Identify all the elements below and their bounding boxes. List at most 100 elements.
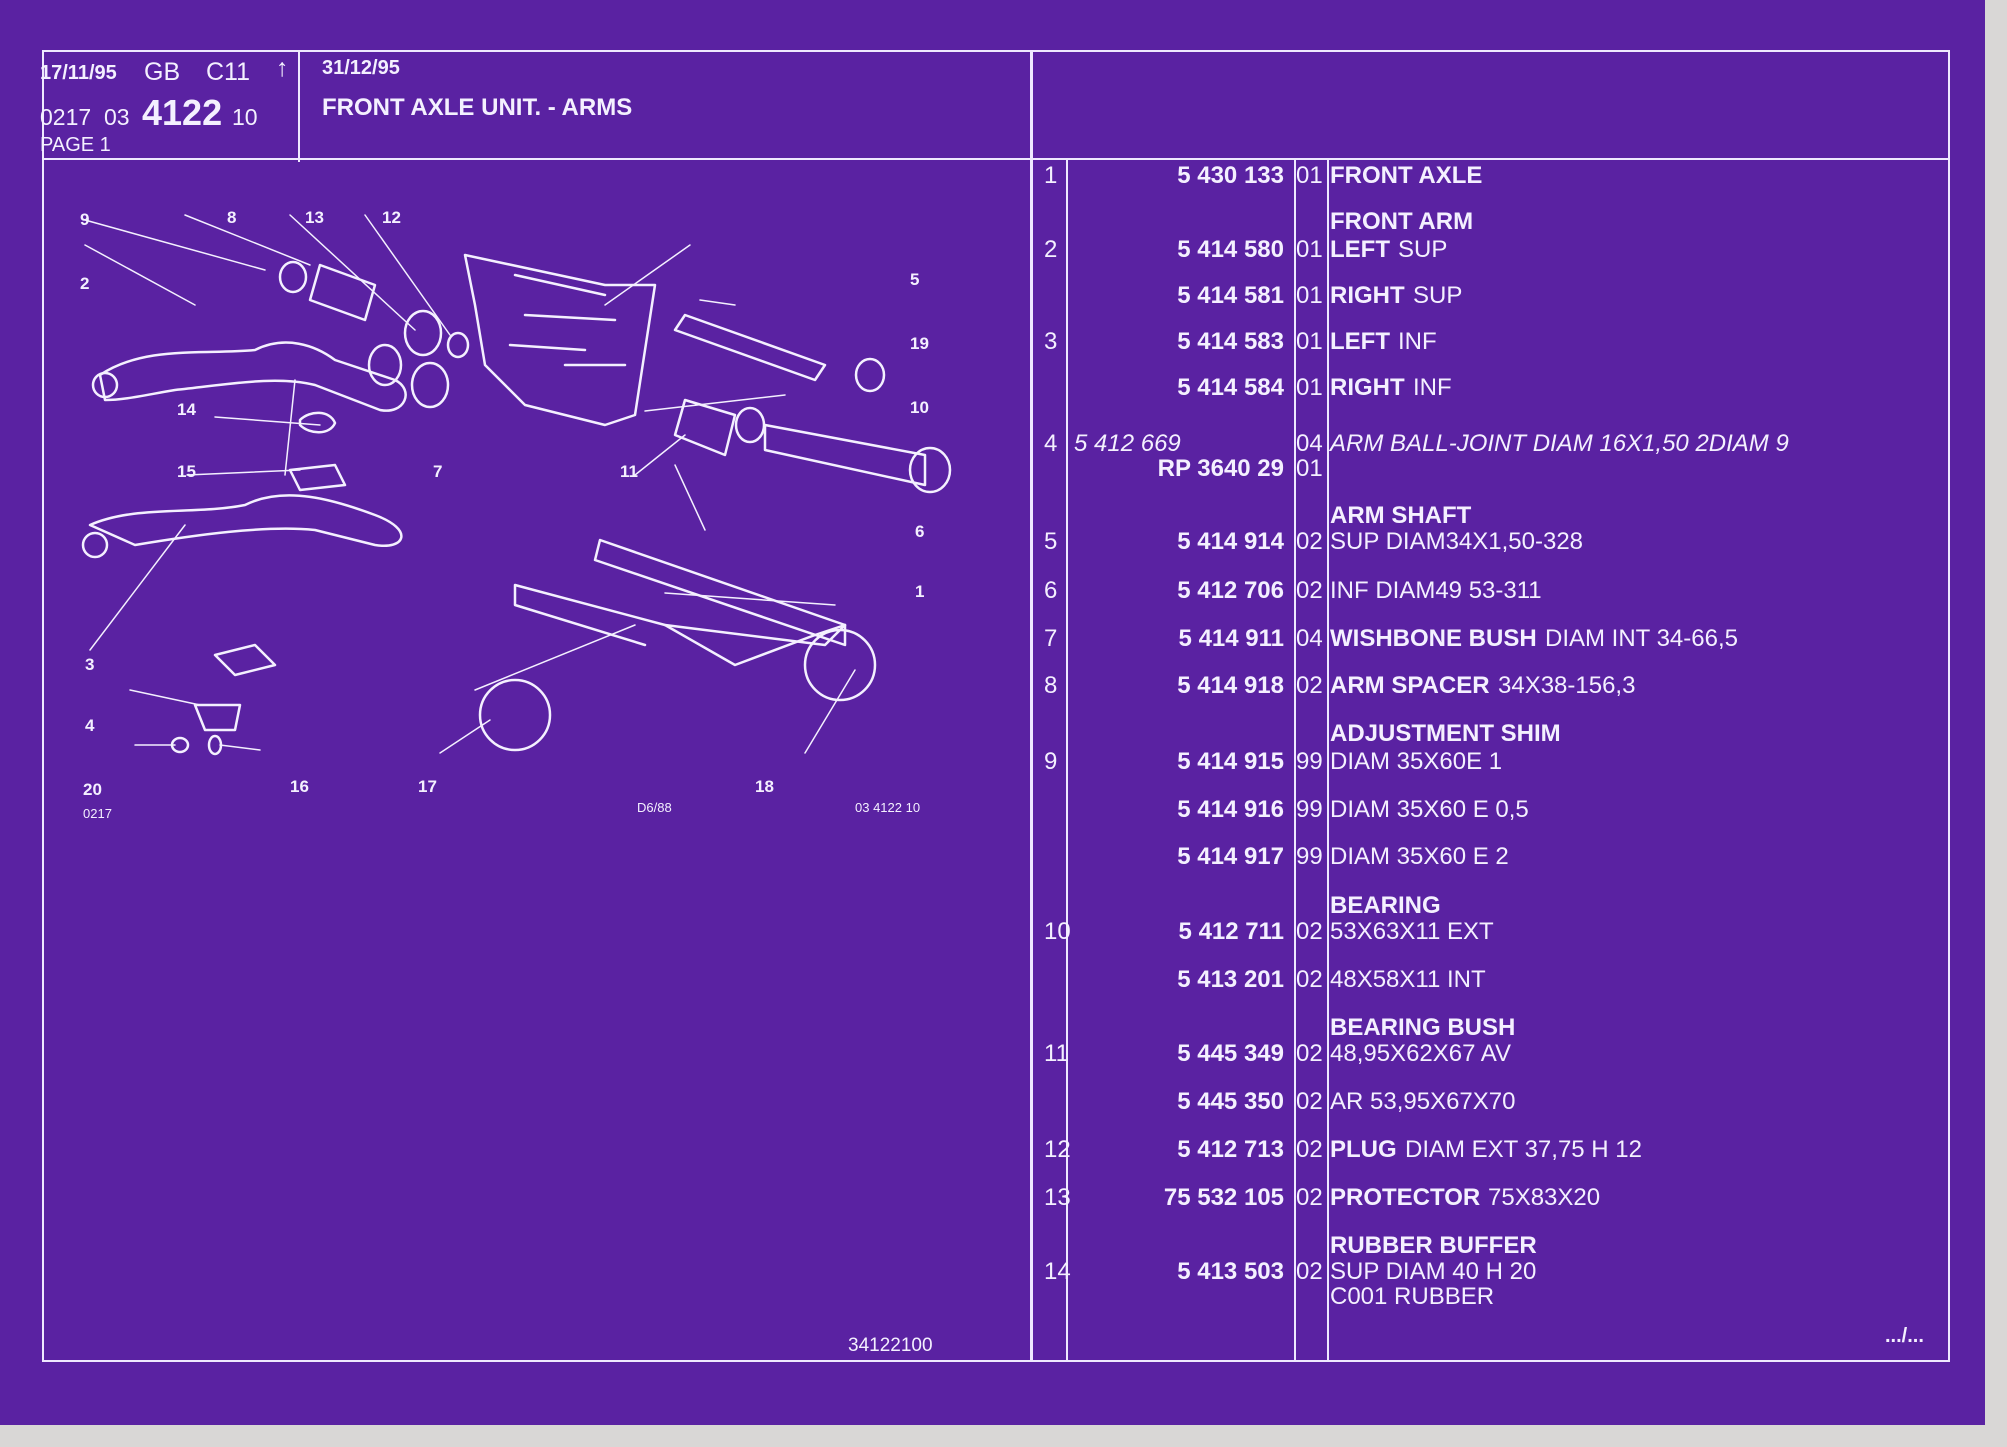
callout-8: 8 (227, 208, 236, 227)
page-title: FRONT AXLE UNIT. - ARMS (322, 94, 633, 121)
item-number: 14 (1044, 1258, 1071, 1285)
part-description: INF (1398, 328, 1437, 355)
buffer-plate-shape (288, 463, 347, 492)
item-number: 8 (1044, 672, 1058, 699)
part-name: PLUG (1330, 1136, 1397, 1163)
part-number: 5 414 581 (1177, 282, 1284, 309)
diagram-code-left: 0217 (83, 806, 112, 821)
part-name: WISHBONE BUSH (1330, 625, 1537, 652)
divider-header-vertical (298, 50, 300, 162)
header-ref-b: 03 (104, 104, 130, 130)
item-number: 7 (1044, 625, 1058, 652)
part-description: SUP DIAM34X1,50-328 (1330, 528, 1584, 555)
callout-9: 9 (80, 210, 89, 229)
qty-code: 02 (1296, 966, 1323, 993)
qty-code: 02 (1296, 577, 1323, 604)
item-number: 4 (1044, 430, 1058, 457)
callout-18: 18 (755, 777, 774, 796)
part-name: FRONT AXLE (1330, 162, 1483, 189)
part-number: 5 412 713 (1177, 1136, 1284, 1163)
item-number: 6 (1044, 577, 1058, 604)
qty-code: 01 (1296, 455, 1323, 482)
item-number: 11 (1044, 1040, 1069, 1067)
up-arrow-icon: ↑ (276, 54, 289, 82)
qty-code: 02 (1296, 1088, 1323, 1115)
qty-code: 02 (1296, 1040, 1323, 1067)
shim-shape (854, 357, 886, 393)
callout-7: 7 (433, 462, 442, 481)
header-ref-main: 4122 (142, 92, 223, 133)
part-number: 5 414 580 (1177, 236, 1284, 263)
spacer-ring-shape (278, 260, 308, 294)
item-number: 5 (1044, 528, 1058, 555)
bearing-shape (734, 406, 766, 444)
continuation-mark: .../... (1885, 1325, 1924, 1347)
plug-shape (446, 331, 470, 359)
qty-code: 02 (1296, 528, 1323, 555)
part-description: SUP (1398, 236, 1448, 263)
divider-col-desc (1327, 158, 1329, 1362)
part-number: 5 414 584 (1177, 374, 1284, 401)
divider-header-horizontal (42, 158, 1950, 160)
part-number: 5 414 915 (1177, 748, 1284, 775)
divider-col-item (1066, 158, 1068, 1362)
part-number: 5 414 911 (1178, 625, 1284, 652)
part-number: 5 413 201 (1177, 966, 1284, 993)
detail-circle-18 (803, 628, 877, 702)
bush-upper-shape-b (367, 343, 403, 387)
qty-code: 01 (1296, 328, 1323, 355)
diagram-footer-code: 34122100 (848, 1335, 933, 1356)
part-description: INF DIAM49 53-311 (1330, 577, 1542, 604)
part-number: 75 532 105 (1163, 1184, 1284, 1211)
callout-14: 14 (177, 400, 196, 419)
detail-circle-17 (478, 678, 552, 752)
divider-main-vertical (1030, 50, 1033, 1362)
part-name: LEFT (1330, 236, 1390, 263)
part-description: DIAM 35X60 E 0,5 (1330, 796, 1529, 823)
bush-upper-shape (410, 361, 450, 409)
header-lang: GB (144, 58, 181, 86)
item-number: 2 (1044, 236, 1058, 263)
qty-code: 04 (1296, 625, 1323, 652)
callout-12: 12 (382, 208, 401, 227)
part-description: SUP DIAM 40 H 20 (1330, 1258, 1537, 1285)
frame-bracket-shape (463, 253, 657, 427)
upper-shaft-shape (673, 313, 827, 382)
item-number: 10 (1044, 918, 1071, 945)
lower-shaft-end-shape (908, 446, 952, 494)
upper-arm-shape (98, 341, 407, 412)
part-name: LEFT (1330, 328, 1390, 355)
part-name: FRONT ARM (1330, 208, 1474, 235)
callout-15: 15 (177, 462, 196, 481)
callout-17: 17 (418, 777, 437, 796)
lower-balljoint-shape (81, 531, 109, 559)
front-axle-lower-shape (513, 583, 847, 647)
callout-2: 2 (80, 274, 89, 293)
callout-10: 10 (910, 398, 929, 417)
callout-16: 16 (290, 777, 309, 796)
part-description: ARM BALL-JOINT DIAM 16X1,50 2DIAM 9 (1330, 430, 1789, 457)
qty-code: 01 (1296, 162, 1323, 189)
part-number-alt: 5 412 669 (1074, 430, 1181, 457)
callout-4: 4 (85, 716, 95, 735)
screw-shape (207, 734, 223, 756)
part-number: 5 414 914 (1177, 528, 1284, 555)
callout-3: 3 (85, 655, 94, 674)
part-number: RP 3640 29 (1157, 455, 1284, 482)
part-description: INF (1413, 374, 1452, 401)
item-number: 1 (1044, 162, 1058, 189)
part-description: 75X83X20 (1488, 1184, 1601, 1211)
callout-20: 20 (83, 780, 102, 799)
part-number: 5 414 917 (1177, 843, 1284, 870)
qty-code: 02 (1296, 918, 1323, 945)
part-name: PROTECTOR (1330, 1184, 1481, 1211)
callout-5: 5 (910, 270, 919, 289)
frame-bracket-detail (508, 273, 627, 367)
part-number: 5 414 583 (1177, 328, 1284, 355)
qty-code: 01 (1296, 236, 1323, 263)
sheet-frame (42, 50, 1950, 1362)
part-description: 48,95X62X67 AV (1330, 1040, 1512, 1067)
header-date2: 31/12/95 (322, 57, 400, 79)
callout-19: 19 (910, 334, 929, 353)
arm-spacer-shape (308, 263, 377, 322)
